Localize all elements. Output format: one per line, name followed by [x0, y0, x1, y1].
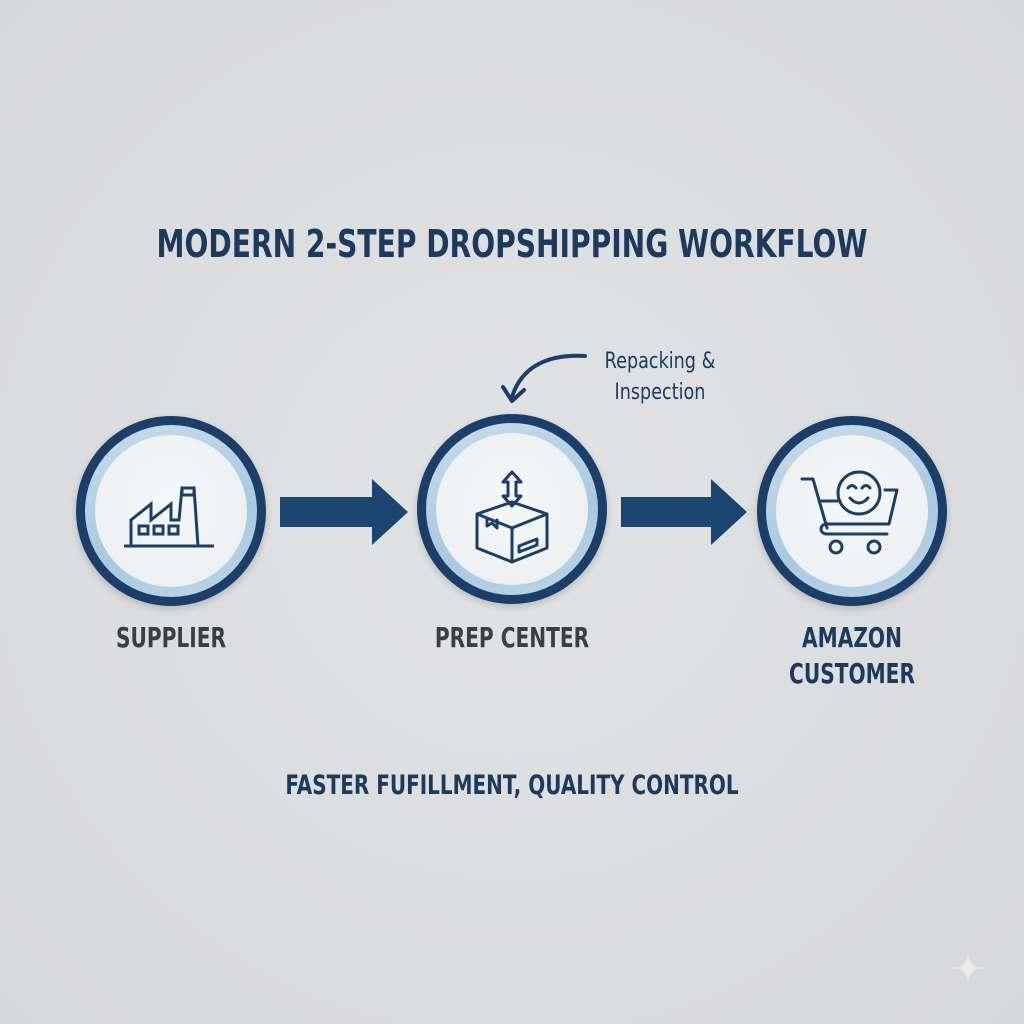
annotation-repacking-inspection: Repacking & Inspection: [580, 346, 740, 408]
curved-arrow-icon: [501, 353, 587, 403]
step-label-prep-center: PREP CENTER: [434, 621, 590, 654]
step-supplier-node: [76, 416, 266, 606]
label-line-amazon: AMAZON: [802, 621, 902, 654]
shopping-cart-smiley-icon: [800, 470, 899, 555]
step-prep-center-node: [417, 414, 607, 604]
tagline: FASTER FUFILLMENT, QUALITY CONTROL: [285, 770, 739, 801]
diagram-title: MODERN 2-STEP DROPSHIPPING WORKFLOW: [156, 222, 868, 266]
box-up-down-arrow-icon: [475, 470, 549, 564]
step-label-amazon-customer: AMAZON CUSTOMER: [780, 620, 924, 692]
right-arrow-icon: [280, 479, 408, 545]
step-amazon-customer-node: [757, 416, 947, 606]
right-arrow-icon: [621, 479, 747, 545]
annotation-line-1: Repacking &: [604, 349, 716, 374]
node-face: [776, 435, 928, 587]
annotation-line-2: Inspection: [614, 380, 706, 405]
sparkle-icon: [952, 952, 984, 984]
step-label-supplier: SUPPLIER: [115, 621, 227, 654]
label-line-customer: CUSTOMER: [789, 657, 915, 690]
factory-icon: [124, 486, 214, 548]
